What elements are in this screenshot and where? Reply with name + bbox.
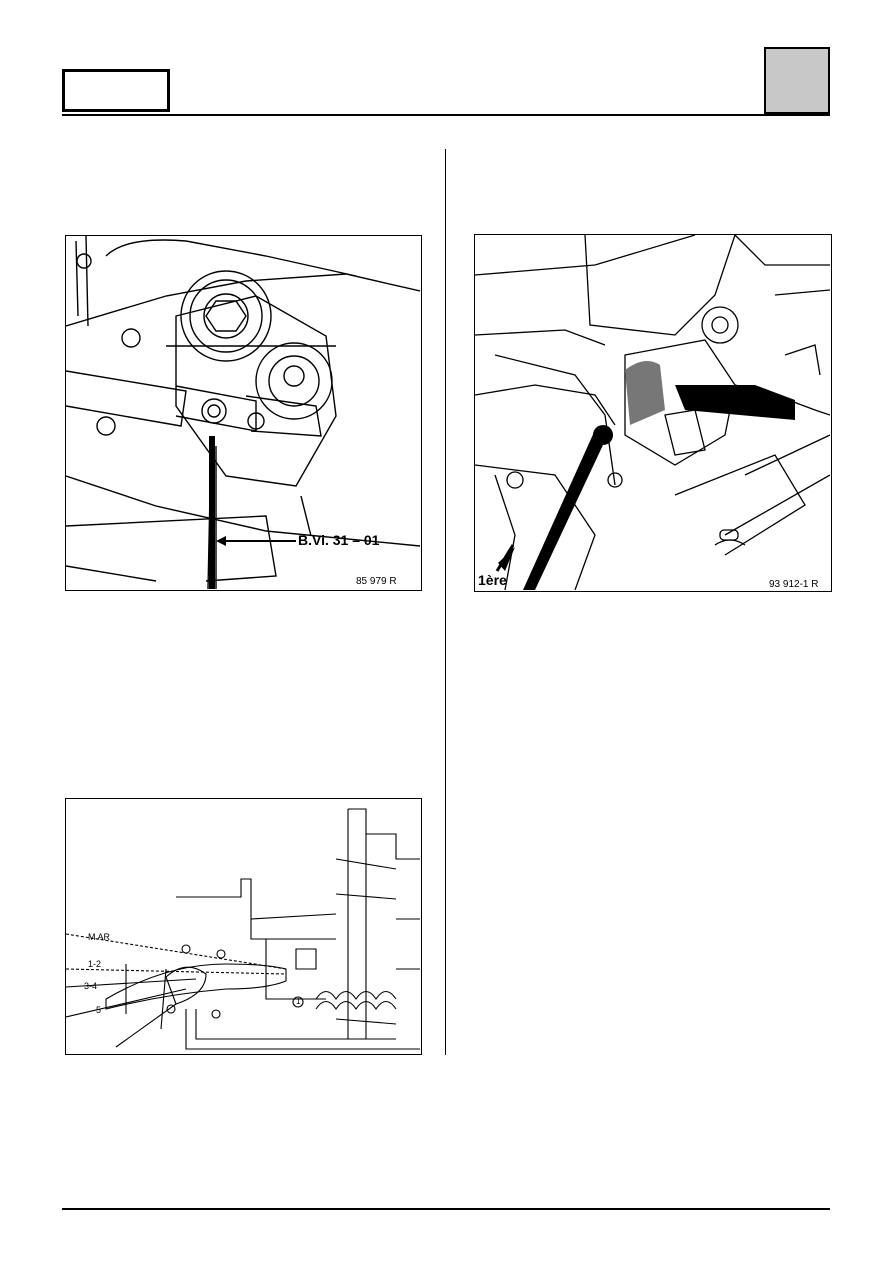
figure-gear-shift: 1ère 93 912-1 R <box>474 234 832 592</box>
figure-shift-diagram: M AR 1-2 3-4 5 1 <box>65 798 422 1055</box>
figure-reference: 85 979 R <box>356 576 397 587</box>
diagram-label-gear5: 5 <box>96 1005 102 1015</box>
shift-diagram-illustration <box>66 808 420 1050</box>
direction-label: 1ère <box>478 572 507 588</box>
diagram-label-reverse: M AR <box>88 932 111 942</box>
footer-rule <box>62 1208 830 1210</box>
gear-tool-illustration <box>66 236 420 589</box>
diagram-callout-1: 1 <box>296 997 301 1006</box>
tool-callout: B.Vi. 31 – 01 <box>298 532 380 548</box>
chapter-number-box <box>62 69 170 112</box>
section-tab <box>764 47 830 114</box>
figure-gear-tool: B.Vi. 31 – 01 85 979 R <box>65 235 422 591</box>
column-separator <box>445 149 446 1055</box>
gear-shift-illustration <box>475 235 830 590</box>
header-rule <box>62 114 830 116</box>
diagram-label-gear34: 3-4 <box>84 981 98 991</box>
diagram-label-gear12: 1-2 <box>88 959 102 969</box>
figure-reference: 93 912-1 R <box>769 579 819 590</box>
